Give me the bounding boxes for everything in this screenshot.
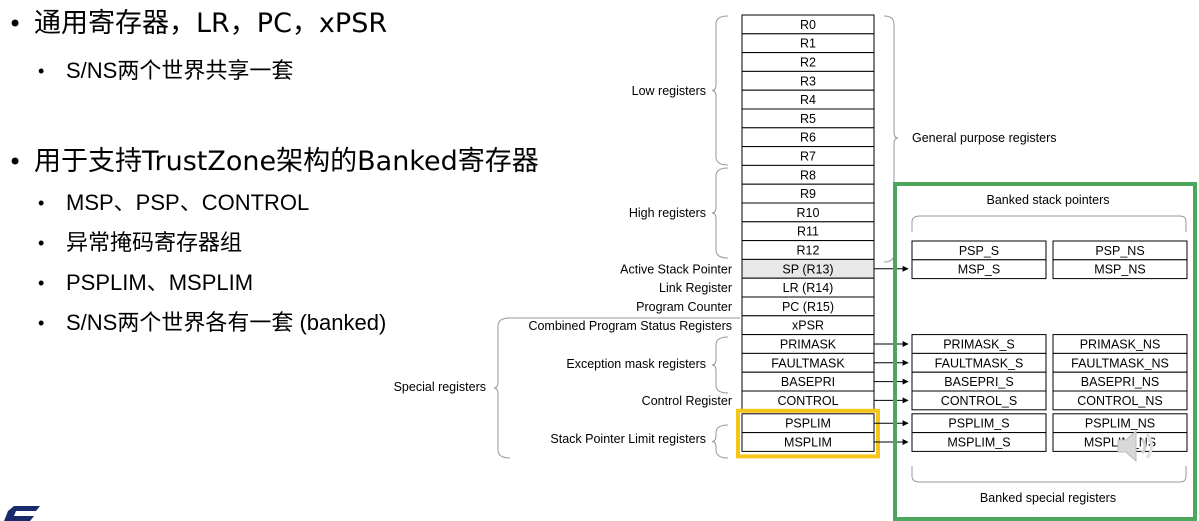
banked-box-faultmask-ns-label: FAULTMASK_NS xyxy=(1071,356,1169,370)
banked-box-control-ns xyxy=(1052,390,1188,411)
banked-box-msplim-s-label: MSPLIM_S xyxy=(947,436,1010,450)
bullet-list: 通用寄存器，LR，PC，xPSR S/NS两个世界共享一套 用于支持TrustZ… xyxy=(0,0,620,521)
banked-box-primask-s-label: PRIMASK_S xyxy=(943,338,1015,352)
register-label: BASEPRI xyxy=(781,375,835,389)
banked-box-msplim-s xyxy=(911,432,1047,452)
general-purpose-label: General purpose registers xyxy=(912,131,1057,145)
register-label: R2 xyxy=(800,56,816,70)
register-label: R10 xyxy=(797,206,820,220)
banked-box-basepri-ns-label: BASEPRI_NS xyxy=(1081,375,1160,389)
register-label: PSPLIM xyxy=(785,417,831,431)
speaker-icon xyxy=(1117,429,1153,463)
banked-box-psplim-ns-label: PSPLIM_NS xyxy=(1085,417,1155,431)
register-label: CONTROL xyxy=(777,394,838,408)
low-registers-label: Low registers xyxy=(632,84,706,98)
bullet-banked-set: S/NS两个世界各有一套 (banked) xyxy=(38,310,386,336)
register-label: R4 xyxy=(800,93,816,107)
sp-limit-bracket xyxy=(711,424,729,459)
register-label: R11 xyxy=(797,225,819,239)
program-counter-label: Program Counter xyxy=(636,300,732,314)
active-stack-pointer-label: Active Stack Pointer xyxy=(620,262,732,276)
banked-special-registers-label: Banked special registers xyxy=(980,491,1116,505)
combined-psr-label: Combined Program Status Registers xyxy=(528,319,732,333)
psplim-msplim-highlight xyxy=(736,408,880,459)
high-registers-bracket xyxy=(711,167,729,259)
banked-sp-brace xyxy=(911,215,1187,232)
banked-box-control-s xyxy=(911,390,1047,411)
banked-box-control-s-label: CONTROL_S xyxy=(941,394,1017,408)
banked-box-msp-ns-label: MSP_NS xyxy=(1094,263,1145,277)
banked-box-msp-s xyxy=(911,259,1047,280)
sp-limit-label: Stack Pointer Limit registers xyxy=(550,432,706,446)
register-label: FAULTMASK xyxy=(771,356,845,370)
register-label: PRIMASK xyxy=(780,338,837,352)
banked-box-psplim-s-label: PSPLIM_S xyxy=(948,417,1009,431)
special-registers-bracket xyxy=(493,317,511,459)
register-label: PC (R15) xyxy=(782,300,834,314)
register-label: R12 xyxy=(797,244,820,258)
banked-box-msp-ns xyxy=(1052,259,1188,280)
register-label: R7 xyxy=(800,150,816,164)
register-label: R0 xyxy=(800,18,816,32)
register-label: SP (R13) xyxy=(782,262,833,276)
bullet-msp-psp-control: MSP、PSP、CONTROL xyxy=(38,190,309,216)
bullet-general-registers: 通用寄存器，LR，PC，xPSR xyxy=(8,8,387,40)
bullet-exception-mask: 异常掩码寄存器组 xyxy=(38,230,242,256)
banked-box-basepri-s-label: BASEPRI_S xyxy=(944,375,1013,389)
bullet-psplim-msplim: PSPLIM、MSPLIM xyxy=(38,270,253,296)
banked-special-brace xyxy=(911,466,1187,483)
banked-stack-pointers-label: Banked stack pointers xyxy=(987,193,1110,207)
bullet-shared-set: S/NS两个世界共享一套 xyxy=(38,58,293,84)
banked-box-psp-ns-label: PSP_NS xyxy=(1095,244,1144,258)
link-register-label: Link Register xyxy=(659,281,732,295)
banked-box-faultmask-s-label: FAULTMASK_S xyxy=(935,356,1024,370)
st-logo-icon xyxy=(4,506,40,521)
register-label: R1 xyxy=(800,37,816,51)
exception-mask-label: Exception mask registers xyxy=(566,357,706,371)
banked-box-msp-s-label: MSP_S xyxy=(958,263,1000,277)
register-label: R3 xyxy=(800,74,816,88)
banked-box-primask-ns-label: PRIMASK_NS xyxy=(1080,338,1161,352)
low-registers-bracket xyxy=(711,15,729,166)
banked-box-control-ns-label: CONTROL_NS xyxy=(1077,394,1162,408)
high-registers-label: High registers xyxy=(629,206,706,220)
register-label: R6 xyxy=(800,131,816,145)
special-registers-label: Special registers xyxy=(394,380,486,394)
register-label: R9 xyxy=(800,187,816,201)
bullet-banked-registers: 用于支持TrustZone架构的Banked寄存器 xyxy=(8,146,539,178)
control-register-label: Control Register xyxy=(642,394,732,408)
register-label: R5 xyxy=(800,112,816,126)
banked-registers-frame xyxy=(893,182,1197,521)
register-label: R8 xyxy=(800,168,816,182)
banked-box-psp-s-label: PSP_S xyxy=(959,244,999,258)
register-label: xPSR xyxy=(792,319,824,333)
register-label: MSPLIM xyxy=(784,436,832,450)
register-label: LR (R14) xyxy=(783,281,834,295)
exception-mask-bracket xyxy=(711,336,729,394)
